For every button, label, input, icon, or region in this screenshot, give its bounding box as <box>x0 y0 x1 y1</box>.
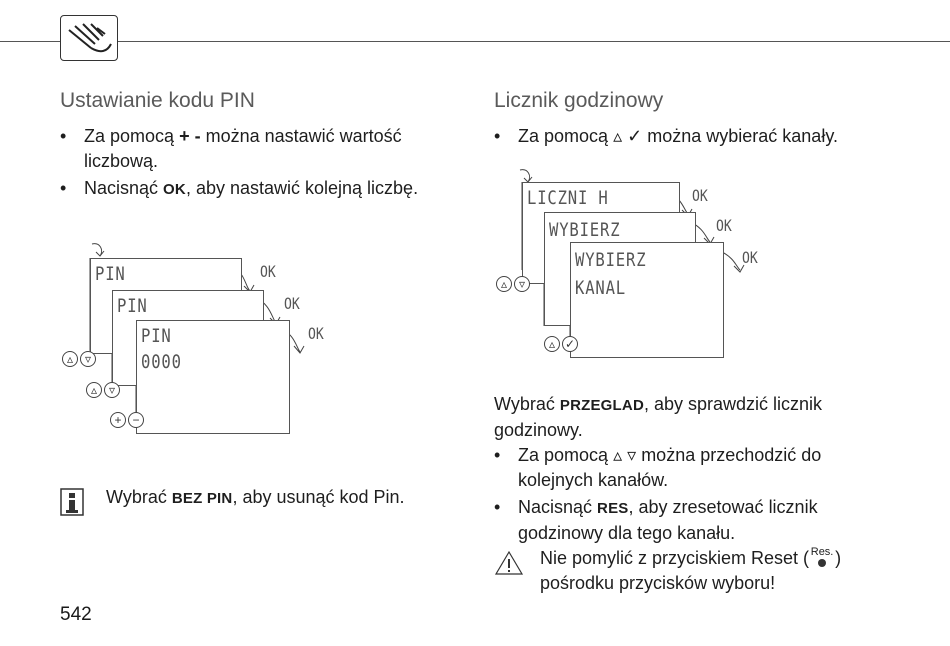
plus-icon: + <box>110 412 126 428</box>
ok-label-2: OK <box>716 216 732 235</box>
down-arrow-icon: ▿ <box>627 445 637 465</box>
right-bullet-1: • Za pomocą ▵ ✓ można wybierać kanały. <box>494 126 838 146</box>
ok-label-1: OK <box>260 262 276 281</box>
up-arrow-icon: ▵ <box>496 276 512 292</box>
minus-icon: - <box>194 126 201 146</box>
info-icon <box>60 488 84 516</box>
up-arrow-icon: ▵ <box>613 126 623 146</box>
ok-label-2: OK <box>284 294 300 313</box>
info-note: Wybrać BEZ PIN, aby usunąć kod Pin. <box>106 487 405 507</box>
ok-label-3: OK <box>308 324 324 343</box>
reset-label: Res. <box>810 546 834 558</box>
ok-label-1: OK <box>692 186 708 205</box>
up-arrow-icon: ▵ <box>544 336 560 352</box>
reset-button-icon <box>818 559 827 567</box>
counter-lcd-diagram: LICZNI H WYBIERZ WYBIERZ KANAL OK OK OK … <box>494 166 794 362</box>
section-title-counter: Licznik godzinowy <box>494 89 664 112</box>
page-number: 542 <box>60 604 92 625</box>
up-arrow-icon: ▵ <box>62 351 78 367</box>
plus-icon: + <box>179 126 190 146</box>
check-icon: ✓ <box>562 336 578 352</box>
left-bullet-1: • Za pomocą + - można nastawić wartość l… <box>60 126 402 171</box>
right-bullet-3: • Nacisnąć RES, aby zresetować licznik g… <box>494 497 818 543</box>
minus-icon: − <box>128 412 144 428</box>
down-arrow-icon: ▿ <box>104 382 120 398</box>
left-bullet-2: • Nacisnąć OK, aby nastawić kolejną licz… <box>60 178 419 198</box>
up-arrow-icon: ▵ <box>613 445 623 465</box>
warning-note: Nie pomylić z przyciskiem Reset ( Res. )… <box>540 546 842 593</box>
warning-icon <box>494 550 524 576</box>
header-rule <box>0 41 950 42</box>
lcd-screen-3: PIN 0000 <box>136 320 290 434</box>
section-title-pin: Ustawianie kodu PIN <box>60 89 255 112</box>
up-arrow-icon: ▵ <box>86 382 102 398</box>
right-bullet-2: • Za pomocą ▵ ▿ można przechodzić do kol… <box>494 445 822 490</box>
przeglad-paragraph: Wybrać PRZEGLAD, aby sprawdzić licznik g… <box>494 394 823 440</box>
lcd-screen-3: WYBIERZ KANAL <box>570 242 724 358</box>
check-icon: ✓ <box>627 126 643 146</box>
down-arrow-icon: ▿ <box>514 276 530 292</box>
down-arrow-icon: ▿ <box>80 351 96 367</box>
ok-label-3: OK <box>742 248 758 267</box>
hand-press-icon <box>60 15 118 61</box>
pin-lcd-diagram: PIN PIN PIN 0000 OK OK OK ▵ ▿ ▵ ▿ + − <box>60 236 340 436</box>
